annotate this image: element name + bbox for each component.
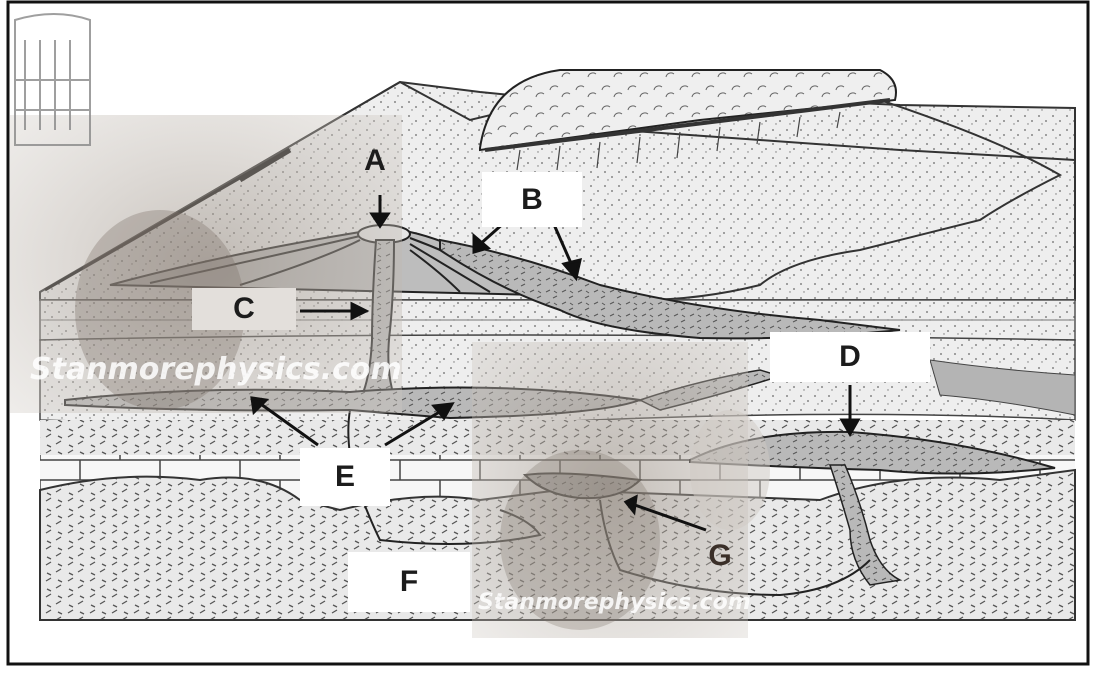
watermark-right: Stanmorephysics.com [478, 590, 751, 615]
label-a: A [345, 140, 405, 182]
label-e: E [300, 448, 390, 506]
label-b: B [482, 172, 582, 227]
label-c: C [192, 288, 296, 330]
watermark-left: Stanmorephysics.com [30, 352, 402, 387]
label-g: G [692, 533, 748, 579]
label-f: F [348, 552, 470, 612]
label-d: D [770, 332, 930, 382]
